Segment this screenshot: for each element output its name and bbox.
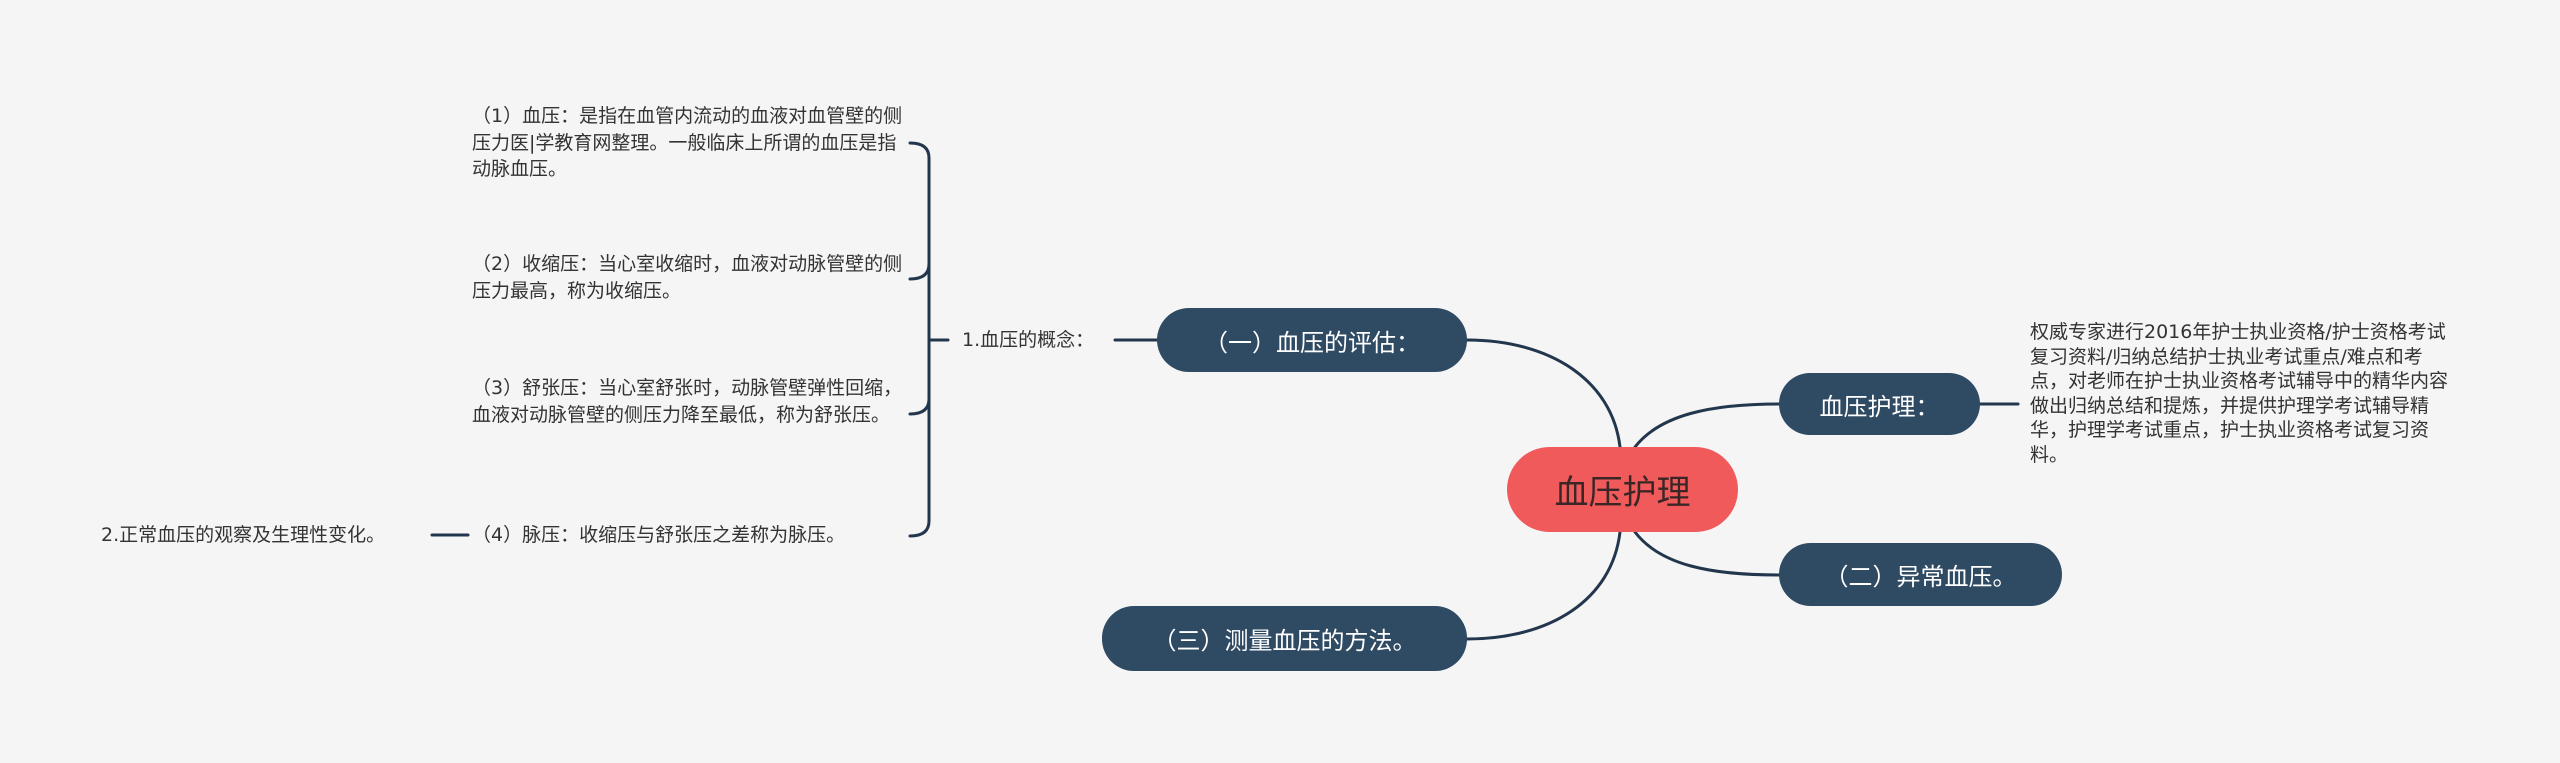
root-label: 血压护理 <box>1554 473 1691 513</box>
topic-assessment-label: （一）血压的评估： <box>1204 328 1420 357</box>
link-root-assessment <box>1465 338 1622 449</box>
link-root-measurement <box>1465 530 1622 641</box>
topic-assessment[interactable]: （一）血压的评估： <box>1157 308 1467 372</box>
nursing-description[interactable]: 权威专家进行2016年护士执业资格/护士资格考试复习资料/归纳总结护士执业考试重… <box>2030 321 2449 466</box>
topic-measurement[interactable]: （三）测量血压的方法。 <box>1102 606 1467 671</box>
concept-item-2[interactable]: （2）收缩压：当心室收缩时，血液对动脉管壁的侧压力最高，称为收缩压。 <box>472 253 903 302</box>
topic-abnormal-label: （二）异常血压。 <box>1824 563 2017 591</box>
topic-abnormal[interactable]: （二）异常血压。 <box>1779 543 2062 606</box>
root-node[interactable]: 血压护理 <box>1507 447 1738 532</box>
bracket-concept-items <box>908 141 931 538</box>
concept-item-1[interactable]: （1）血压：是指在血管内流动的血液对血管壁的侧压力医|学教育网整理。一般临床上所… <box>472 105 903 180</box>
subtopic-concept[interactable]: 1.血压的概念： <box>962 329 1095 351</box>
topic-nursing-label: 血压护理： <box>1819 392 1940 421</box>
concept-item-4[interactable]: （4）脉压：收缩压与舒张压之差称为脉压。 <box>472 524 846 546</box>
topic-nursing[interactable]: 血压护理： <box>1779 373 1980 435</box>
link-root-nursing <box>1633 402 1781 449</box>
topic-measurement-label: （三）测量血压的方法。 <box>1152 627 1417 655</box>
link-root-abnormal <box>1633 530 1781 577</box>
concept-item-3[interactable]: （3）舒张压：当心室舒张时，动脉管壁弹性回缩，血液对动脉管壁的侧压力降至最低，称… <box>472 377 903 426</box>
subtopic-normal[interactable]: 2.正常血压的观察及生理性变化。 <box>101 524 386 546</box>
